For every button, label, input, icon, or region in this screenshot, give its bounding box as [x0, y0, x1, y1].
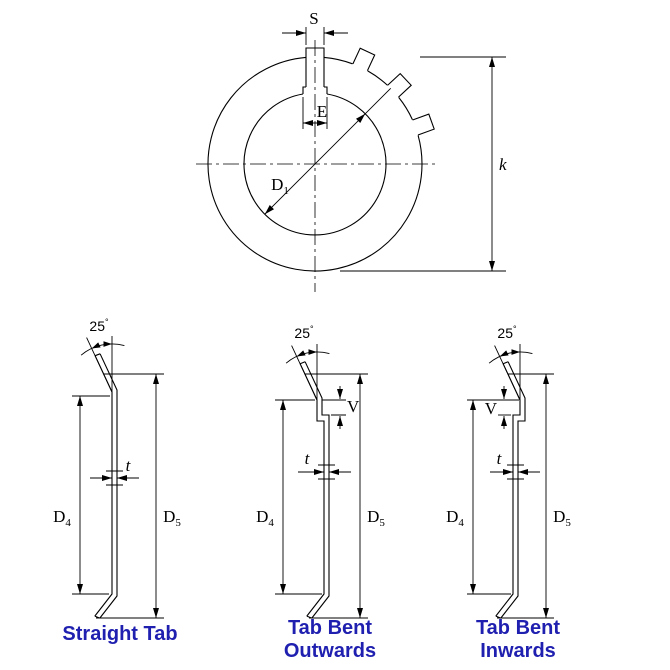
- dim-v-label: V: [347, 397, 360, 416]
- washer-profile: [94, 353, 118, 619]
- dim-d5: D5: [96, 373, 181, 619]
- dim-d4-label: D4: [446, 507, 464, 529]
- center-lines: [196, 40, 436, 292]
- dim-k-label: k: [499, 155, 507, 174]
- top-view: S E D1 k: [196, 9, 507, 292]
- dim-t-label: t: [497, 449, 503, 468]
- dim-s: S: [282, 9, 348, 45]
- dim-v: V: [485, 386, 511, 429]
- view-tab-bent-inwards: 25° V t D4 D5 Tab Bent Inwards: [446, 324, 571, 662]
- dim-t: t: [490, 449, 540, 480]
- dim-d1-label: D1: [271, 175, 289, 197]
- dim-d4: D4: [446, 399, 519, 595]
- caption-straight-tab: Straight Tab: [62, 623, 177, 645]
- angle-label: 25°: [497, 324, 517, 341]
- dim-angle: 25°: [80, 317, 125, 393]
- washer-profile: [495, 361, 526, 619]
- bore-circle: [243, 93, 387, 236]
- dim-d4-label: D4: [53, 507, 71, 529]
- caption-tab-bent-outwards-line2: Outwards: [284, 640, 376, 662]
- washer-profile: [299, 361, 330, 619]
- angle-label: 25°: [294, 324, 314, 341]
- dim-s-label: S: [309, 9, 318, 28]
- dim-d5-label: D5: [163, 507, 181, 529]
- dim-d4: D4: [53, 395, 110, 595]
- bent-tabs: [352, 47, 435, 136]
- dim-d5: D5: [305, 373, 385, 619]
- dim-t: t: [90, 456, 139, 486]
- dim-d4: D4: [256, 399, 322, 595]
- dim-e-label: E: [317, 102, 327, 121]
- dim-t-label: t: [305, 449, 311, 468]
- dim-d5: D5: [497, 373, 571, 619]
- dim-t: t: [298, 449, 351, 480]
- outer-circle: [207, 56, 423, 272]
- dim-k: k: [340, 56, 507, 272]
- caption-tab-bent-inwards-line2: Inwards: [480, 640, 556, 662]
- caption-tab-bent-inwards-line1: Tab Bent: [476, 617, 560, 639]
- dim-d4-label: D4: [256, 507, 274, 529]
- dim-v-label: V: [485, 399, 498, 418]
- view-straight-tab: 25° t D4 D5 Straight Tab: [53, 317, 181, 645]
- top-tab: [302, 47, 328, 94]
- dim-d5-label: D5: [367, 507, 385, 529]
- view-tab-bent-outwards: 25° V t D4 D5 Tab Bent Outwards: [256, 324, 385, 662]
- dim-v: V: [322, 386, 360, 429]
- dim-t-label: t: [126, 456, 132, 475]
- dim-d1: D1: [264, 87, 392, 215]
- dim-d5-label: D5: [553, 507, 571, 529]
- dim-angle: 25°: [488, 324, 533, 401]
- caption-tab-bent-outwards-line1: Tab Bent: [288, 617, 372, 639]
- dim-angle: 25°: [285, 324, 330, 401]
- angle-label: 25°: [89, 317, 109, 334]
